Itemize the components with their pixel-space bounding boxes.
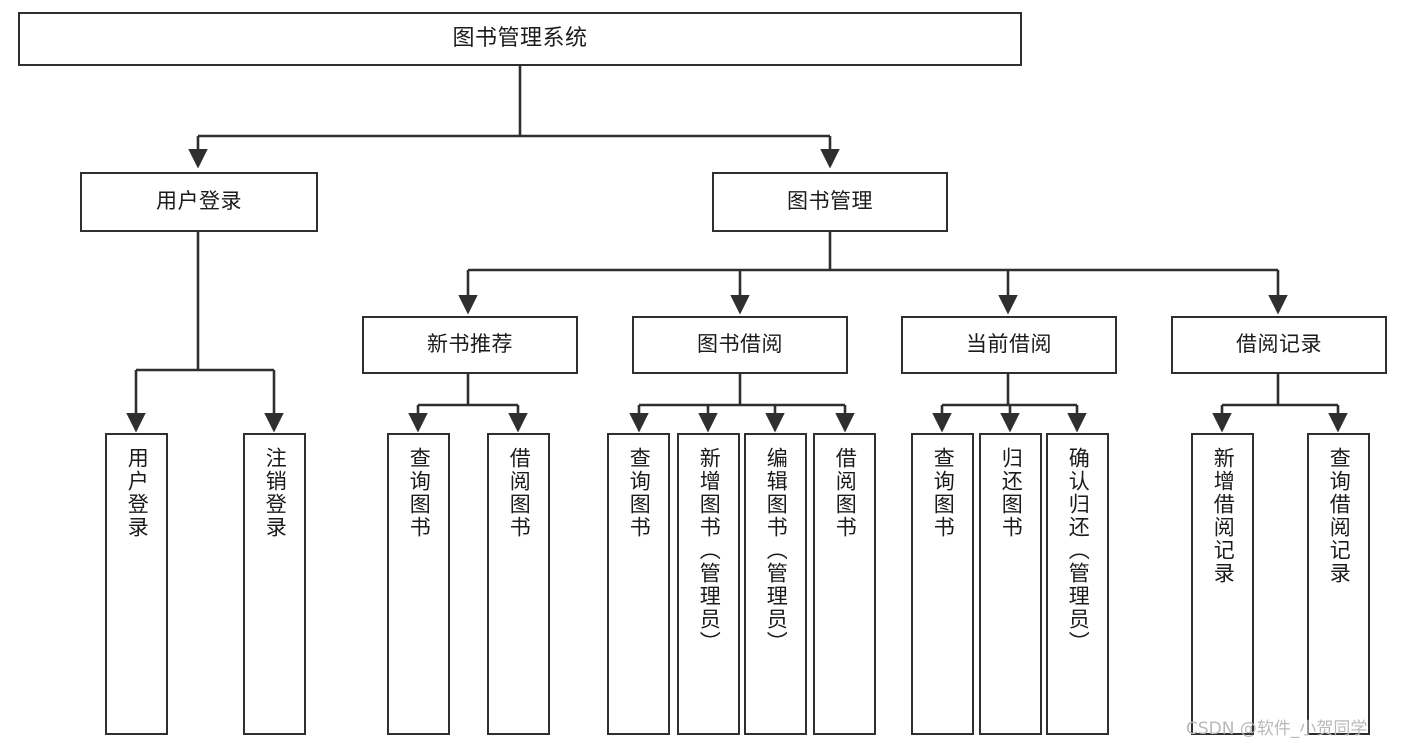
node-leaf-add-borrow-record[interactable]: 新增借阅记录 bbox=[1191, 433, 1254, 735]
node-label: 编辑图书（管理员） bbox=[764, 447, 789, 654]
node-label: 注销登录 bbox=[263, 447, 288, 539]
node-label: 图书管理 bbox=[787, 189, 873, 214]
node-user-login[interactable]: 用户登录 bbox=[80, 172, 318, 232]
node-label: 新增图书（管理员） bbox=[697, 447, 722, 654]
node-book-management[interactable]: 图书管理 bbox=[712, 172, 948, 232]
node-leaf-query-borrow-record[interactable]: 查询借阅记录 bbox=[1307, 433, 1370, 735]
node-label: 归还图书 bbox=[999, 447, 1024, 539]
node-label: 借阅图书 bbox=[833, 447, 858, 539]
node-label: 借阅记录 bbox=[1236, 332, 1322, 357]
node-label: 借阅图书 bbox=[507, 447, 532, 539]
csdn-watermark: CSDN @软件_小贺同学 bbox=[1186, 719, 1368, 739]
node-leaf-edit-book[interactable]: 编辑图书（管理员） bbox=[744, 433, 807, 735]
node-label: 查询图书 bbox=[627, 447, 652, 539]
node-label: 用户登录 bbox=[125, 447, 150, 539]
node-label: 查询图书 bbox=[407, 447, 432, 539]
node-leaf-query-book-new[interactable]: 查询图书 bbox=[387, 433, 450, 735]
node-leaf-confirm-return[interactable]: 确认归还（管理员） bbox=[1046, 433, 1109, 735]
node-leaf-add-book[interactable]: 新增图书（管理员） bbox=[677, 433, 740, 735]
node-label: 查询图书 bbox=[931, 447, 956, 539]
node-leaf-borrow-book[interactable]: 借阅图书 bbox=[813, 433, 876, 735]
node-label: 确认归还（管理员） bbox=[1066, 447, 1091, 654]
node-borrow-record[interactable]: 借阅记录 bbox=[1171, 316, 1387, 374]
node-label: 当前借阅 bbox=[966, 332, 1052, 357]
node-label: 用户登录 bbox=[156, 189, 242, 214]
node-current-borrow[interactable]: 当前借阅 bbox=[901, 316, 1117, 374]
node-leaf-logout-login[interactable]: 注销登录 bbox=[243, 433, 306, 735]
node-label: 新增借阅记录 bbox=[1211, 447, 1236, 585]
node-leaf-return-book[interactable]: 归还图书 bbox=[979, 433, 1042, 735]
node-book-borrow[interactable]: 图书借阅 bbox=[632, 316, 848, 374]
node-new-book-recommend[interactable]: 新书推荐 bbox=[362, 316, 578, 374]
node-label: 图书管理系统 bbox=[452, 25, 588, 51]
node-leaf-borrow-book-new[interactable]: 借阅图书 bbox=[487, 433, 550, 735]
node-label: 新书推荐 bbox=[427, 332, 513, 357]
node-leaf-query-book-borrow[interactable]: 查询图书 bbox=[607, 433, 670, 735]
node-label: 图书借阅 bbox=[697, 332, 783, 357]
node-root-book-management-system[interactable]: 图书管理系统 bbox=[18, 12, 1022, 66]
node-label: 查询借阅记录 bbox=[1327, 447, 1352, 585]
node-leaf-user-login[interactable]: 用户登录 bbox=[105, 433, 168, 735]
node-leaf-query-book-current[interactable]: 查询图书 bbox=[911, 433, 974, 735]
